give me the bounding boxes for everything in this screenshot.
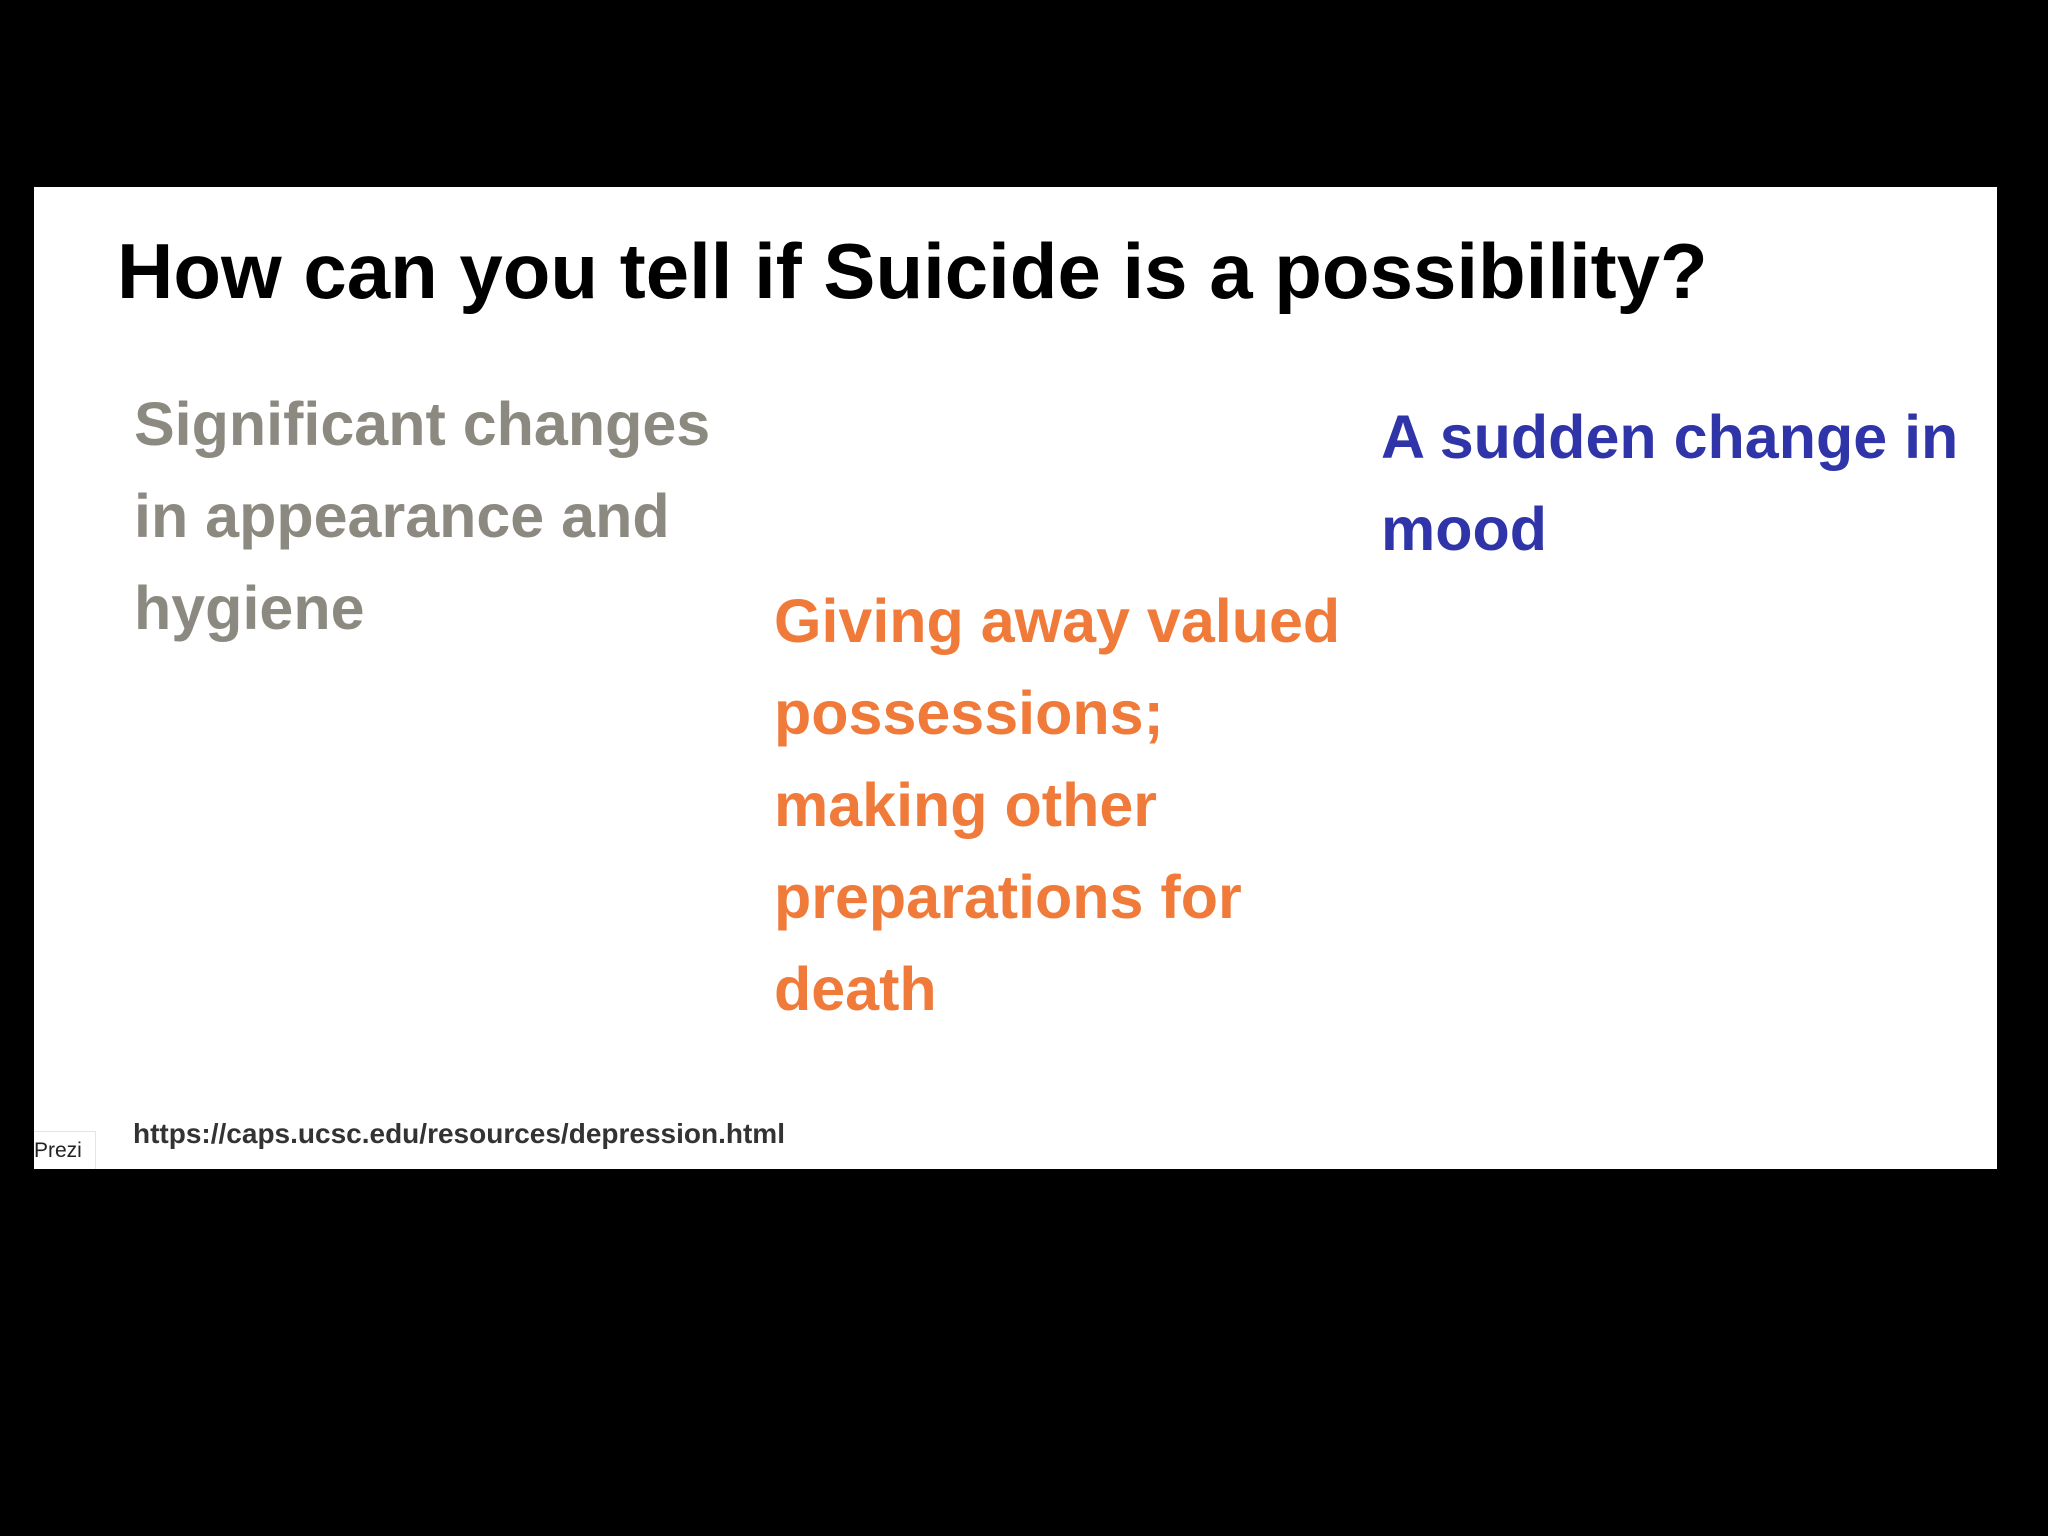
text-block-appearance: Significant changes in appearance and hy… bbox=[134, 390, 711, 642]
source-url: https://caps.ucsc.edu/resources/depressi… bbox=[133, 1118, 785, 1149]
slide: How can you tell if Suicide is a possibi… bbox=[34, 187, 1997, 1169]
slide-title: How can you tell if Suicide is a possibi… bbox=[117, 227, 1708, 315]
text-block-possessions: Giving away valued possessions; making o… bbox=[774, 587, 1341, 1023]
prezi-logo-button[interactable]: Prezi bbox=[34, 1131, 96, 1169]
text-block-mood: A sudden change in mood bbox=[1381, 403, 1959, 563]
